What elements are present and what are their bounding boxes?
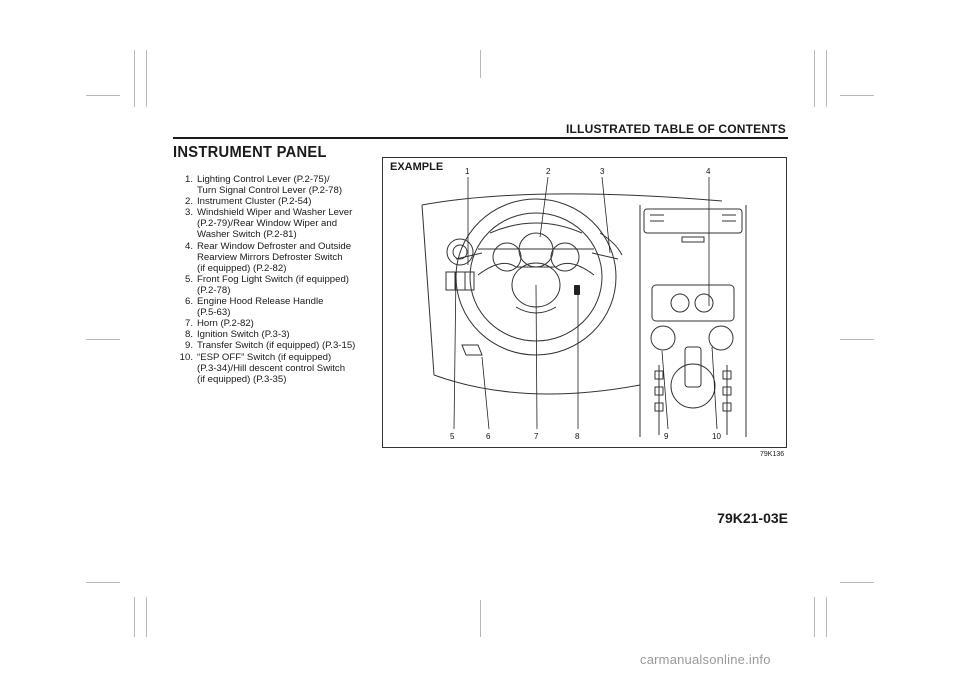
figure-frame [382, 157, 787, 448]
running-header: ILLUSTRATED TABLE OF CONTENTS [565, 122, 786, 136]
crop-mark [146, 597, 147, 637]
callout-label: 5 [450, 432, 455, 441]
figure-example-label: EXAMPLE [390, 161, 444, 173]
callout-label: 3 [600, 167, 605, 176]
crop-mark [840, 339, 874, 340]
callout-label: 9 [664, 432, 669, 441]
instrument-panel-illustration: 1 2 3 4 5 6 7 8 9 10 [421, 167, 747, 441]
callout-label: 4 [706, 167, 711, 176]
header-rule [173, 137, 788, 139]
toc-item: 8. Ignition Switch (P.3-3) [178, 329, 374, 340]
toc-number: 4. [184, 240, 193, 252]
toc-number: 10. [179, 351, 193, 363]
toc-number: 5. [184, 273, 193, 285]
toc-item: 6. Engine Hood Release Handle(P.5-63) [178, 296, 374, 318]
toc-text: Ignition Switch (P.3-3) [197, 329, 290, 341]
toc-text: (if equipped) (P.3-35) [197, 373, 287, 385]
toc-number: 3. [184, 207, 193, 219]
toc-number: 9. [184, 340, 193, 352]
toc-text: Rearview Mirrors Defroster Switch [197, 251, 343, 263]
crop-mark [480, 50, 481, 78]
toc-text: “ESP OFF” Switch (if equipped) [197, 351, 332, 363]
crop-mark [826, 597, 827, 637]
crop-mark [134, 597, 135, 637]
crop-mark [840, 95, 874, 96]
section-title: INSTRUMENT PANEL [173, 144, 327, 161]
callout-label: 10 [712, 432, 721, 441]
toc-text: Transfer Switch (if equipped) (P.3-15) [197, 340, 356, 352]
toc-text: Washer Switch (P.2-81) [197, 229, 297, 241]
toc-text: Engine Hood Release Handle [197, 296, 324, 308]
crop-mark [480, 600, 481, 637]
toc-item: 10. “ESP OFF” Switch (if equipped)(P.3-34… [178, 352, 374, 385]
callout-label: 2 [546, 167, 551, 176]
toc-number: 6. [184, 296, 193, 308]
callout-label: 6 [486, 432, 491, 441]
crop-mark [146, 50, 147, 107]
crop-mark [826, 50, 827, 107]
toc-number: 7. [184, 318, 193, 330]
toc-text: (P.2-78) [197, 284, 231, 296]
toc-text: (if equipped) (P.2-82) [197, 262, 287, 274]
toc-text: (P.2-79)/Rear Window Wiper and [197, 218, 338, 230]
toc-item: 5. Front Fog Light Switch (if equipped)(P… [178, 274, 374, 296]
toc-text: (P.3-34)/Hill descent control Switch [197, 362, 346, 374]
toc-text: Lighting Control Lever (P.2-75)/ [197, 174, 330, 185]
toc-text: Rear Window Defroster and Outside [197, 240, 352, 252]
toc-number: 2. [184, 196, 193, 208]
toc-text: Instrument Cluster (P.2-54) [197, 196, 312, 208]
toc-number: 1. [184, 174, 193, 185]
toc-number: 8. [184, 329, 193, 341]
crop-mark [814, 597, 815, 637]
toc-item: 7. Horn (P.2-82) [178, 318, 374, 329]
crop-mark [86, 582, 120, 583]
toc-item: 2. Instrument Cluster (P.2-54) [178, 196, 374, 207]
toc-text: Windshield Wiper and Washer Lever [197, 207, 353, 219]
toc-item: 1. Lighting Control Lever (P.2-75)/Turn S… [178, 174, 374, 196]
toc-item: 9. Transfer Switch (if equipped) (P.3-15) [178, 340, 374, 351]
crop-mark [86, 95, 120, 96]
crop-mark [840, 582, 874, 583]
crop-mark [86, 339, 120, 340]
toc-text: Horn (P.2-82) [197, 318, 254, 330]
toc-text: (P.5-63) [197, 307, 231, 319]
page-code: 79K21-03E [717, 510, 788, 526]
callout-label: 7 [534, 432, 539, 441]
callout-label: 8 [575, 432, 580, 441]
toc-item: 3. Windshield Wiper and Washer Lever(P.2-… [178, 207, 374, 240]
toc-text: Turn Signal Control Lever (P.2-78) [197, 185, 343, 197]
toc-text: Front Fog Light Switch (if equipped) [197, 273, 349, 285]
toc-list: 1. Lighting Control Lever (P.2-75)/Turn S… [178, 174, 374, 385]
crop-mark [134, 50, 135, 107]
figure-code: 79K136 [760, 451, 785, 458]
crop-mark [814, 50, 815, 107]
watermark-text: carmanualsonline.info [640, 652, 771, 667]
callout-label: 1 [465, 167, 470, 176]
